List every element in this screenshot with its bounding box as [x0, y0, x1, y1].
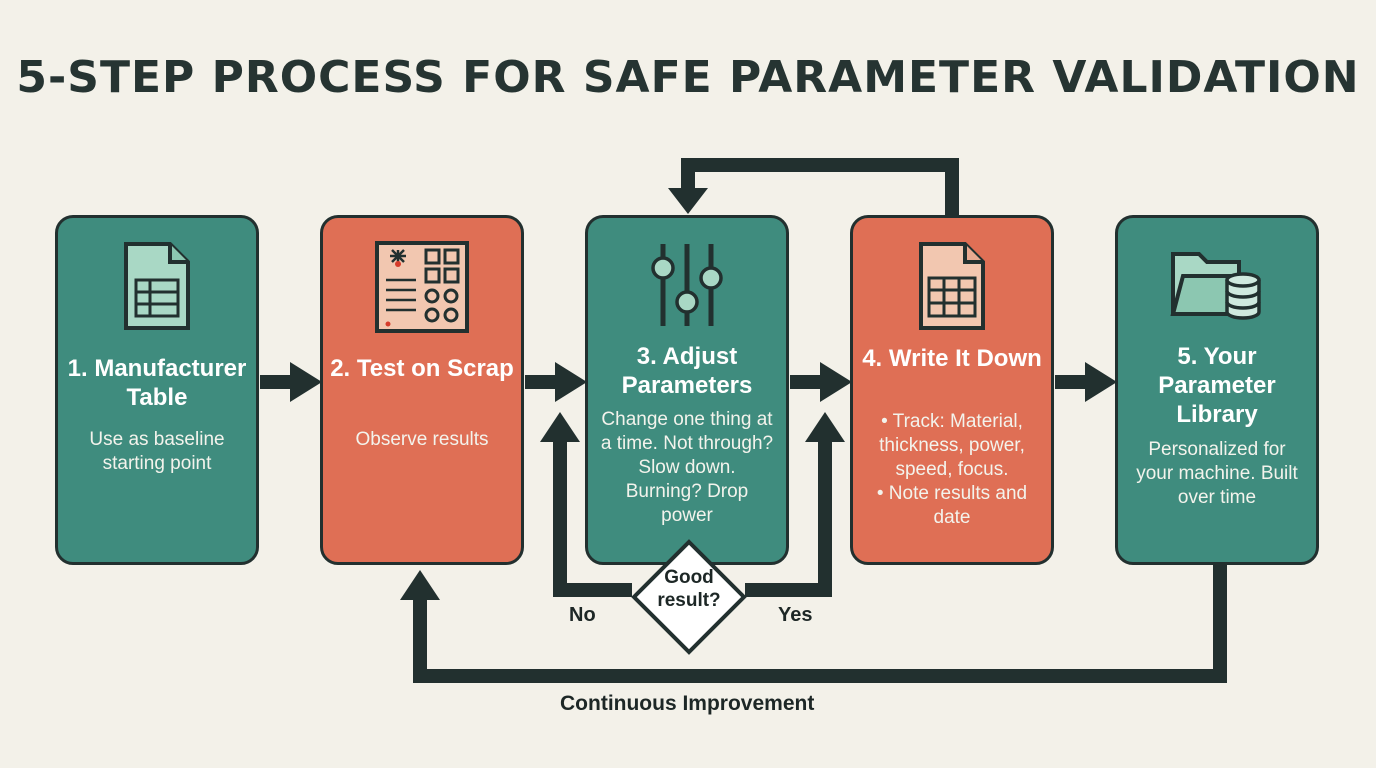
arrowhead-yes	[805, 412, 845, 442]
loop-arrow-4-to-3	[681, 158, 959, 215]
step-2-box: 2. Test on Scrap Observe results	[320, 215, 524, 565]
decision-yes-path	[745, 440, 832, 597]
step-4-title: 4. Write It Down	[862, 345, 1042, 372]
laser-test-grid-icon	[323, 240, 521, 340]
step-4-bullet: • Track: Material, thickness, power, spe…	[879, 411, 1025, 480]
step-2-desc: Observe results	[355, 429, 489, 450]
decision-yes-label: Yes	[778, 604, 813, 626]
arrowhead-3-4	[820, 362, 852, 402]
arrowhead-1-2	[290, 362, 322, 402]
step-1-box: 1. Manufacturer Table Use as baseline st…	[55, 215, 259, 565]
arrowhead-loop-top	[668, 188, 708, 214]
step-5-box: 5. Your Parameter Library Personalized f…	[1115, 215, 1319, 565]
arrowhead-no	[540, 412, 580, 442]
page-title: 5-STEP PROCESS FOR SAFE PARAMETER VALIDA…	[16, 52, 1360, 103]
sliders-icon	[588, 240, 786, 340]
decision-no-path	[553, 440, 632, 597]
arrowhead-4-5	[1085, 362, 1117, 402]
step-4-bullet: • Note results and date	[876, 483, 1028, 528]
spreadsheet-icon	[853, 240, 1051, 340]
continuous-improvement-line	[413, 565, 1227, 683]
document-table-icon	[58, 240, 256, 340]
arrowhead-2-3	[555, 362, 587, 402]
step-2-title: 2. Test on Scrap	[330, 355, 514, 382]
step-1-title: 1. Manufacturer Table	[67, 355, 247, 411]
step-5-desc: Personalized for your machine. Built ove…	[1136, 439, 1298, 508]
step-3-desc: Change one thing at a time. Not through?…	[600, 409, 774, 526]
step-5-title: 5. Your Parameter Library	[1158, 343, 1276, 428]
decision-question: Good result?	[657, 567, 721, 611]
folder-database-icon	[1118, 240, 1316, 340]
step-1-desc: Use as baseline starting point	[89, 429, 225, 474]
step-4-box: 4. Write It Down • Track: Material, thic…	[850, 215, 1054, 565]
step-3-title: 3. Adjust Parameters	[621, 343, 753, 399]
step-3-box: 3. Adjust Parameters Change one thing at…	[585, 215, 789, 565]
arrowhead-continuous	[400, 570, 440, 600]
decision-diamond	[631, 539, 747, 655]
decision-no-label: No	[569, 604, 596, 626]
continuous-improvement-label: Continuous Improvement	[560, 692, 815, 715]
step-4-bullets: • Track: Material, thickness, power, spe…	[863, 410, 1041, 530]
